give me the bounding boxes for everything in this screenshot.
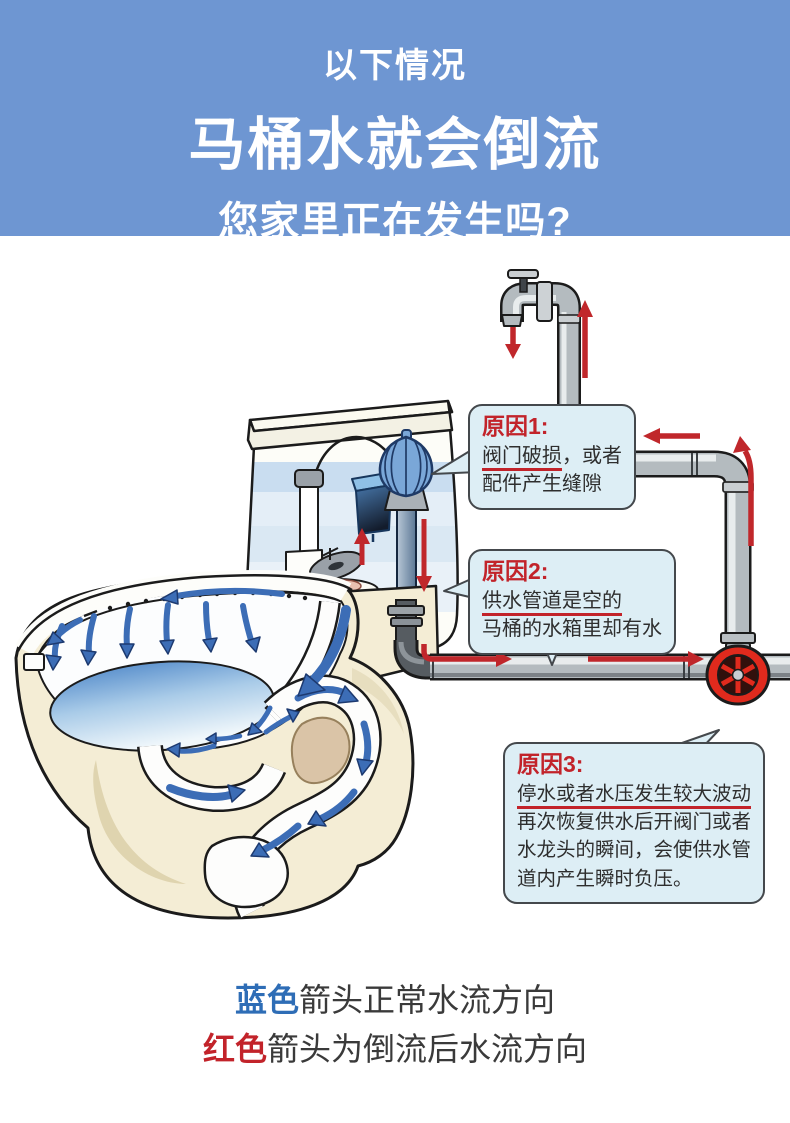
faucet-illustration (500, 269, 581, 470)
legend-blue-rest: 箭头正常水流方向 (299, 982, 556, 1018)
shutoff-valve-icon (705, 632, 771, 706)
callout-2-underlined-text: 供水管道是空的 (482, 589, 622, 616)
callout-1-line1-rest: ，或者 (562, 444, 622, 467)
callout-reason-2: 原因2: 供水管道是空的 马桶的水箱里却有水 (468, 549, 676, 655)
header-subtitle: 以下情况 (323, 47, 467, 85)
callout-1-line2: 配件产生缝隙 (482, 473, 602, 496)
callout-3-line2: 再次恢复供水后开阀门或者 (517, 811, 752, 834)
header-question: 您家里正在发生吗? (218, 200, 572, 244)
callout-3-line3: 水龙头的瞬间，会使供水管 (517, 839, 752, 862)
red-backflow-arrows (354, 300, 754, 667)
callout-3-line4: 道内产生瞬时负压。 (517, 867, 693, 890)
header-banner: 以下情况 马桶水就会倒流 您家里正在发生吗? (0, 0, 790, 244)
wall-pipe-run (612, 450, 754, 642)
callout-reason-3: 原因3: 停水或者水压发生较大波动 再次恢复供水后开阀门或者 水龙头的瞬间，会使… (503, 742, 766, 904)
arrow-legend: 蓝色箭头正常水流方向 红色箭头为倒流后水流方向 (0, 976, 790, 1074)
legend-red-word: 红色 (202, 1031, 267, 1067)
legend-blue-word: 蓝色 (234, 982, 299, 1018)
callout-1-underlined-text: 阀门破损 (482, 444, 562, 471)
callout-2-title: 原因2: (482, 558, 549, 584)
float-cup-illustration (351, 472, 392, 542)
callout-1-title: 原因1: (482, 413, 549, 439)
legend-blue-line: 蓝色箭头正常水流方向 (0, 976, 790, 1025)
page-title: 马桶水就会倒流 (188, 113, 602, 177)
callout-3-underlined-text: 停水或者水压发生较大波动 (517, 782, 752, 809)
legend-red-rest: 箭头为倒流后水流方向 (267, 1031, 588, 1067)
tank-supply-riser (387, 599, 462, 680)
callout-2-line2: 马桶的水箱里却有水 (482, 618, 662, 641)
blue-flow-arrows (45, 587, 374, 858)
legend-red-line: 红色箭头为倒流后水流方向 (0, 1025, 790, 1074)
callout-reason-1: 原因1: 阀门破损，或者 配件产生缝隙 (468, 404, 636, 510)
callout-3-title: 原因3: (517, 751, 584, 777)
